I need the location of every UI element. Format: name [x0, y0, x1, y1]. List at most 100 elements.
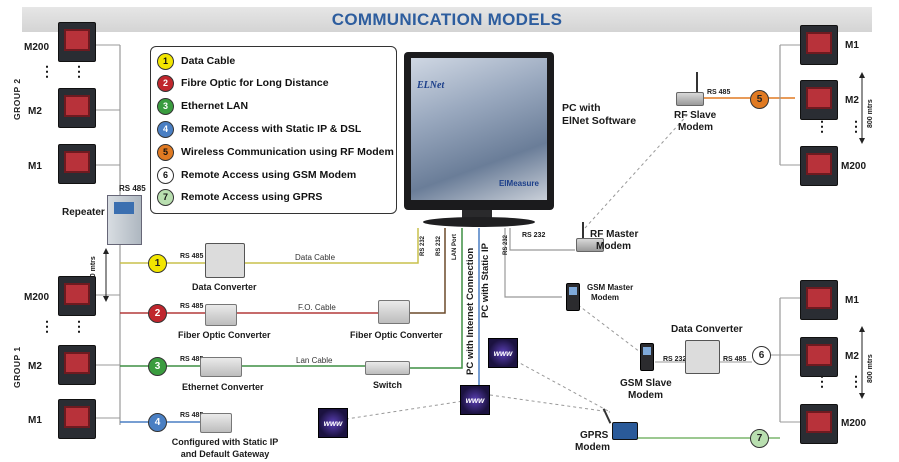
- energy-meter: [58, 399, 96, 439]
- fiber-optic-converter-device: [205, 304, 237, 326]
- pc-internet-label: PC with Internet Connection: [465, 247, 476, 375]
- rs485-label: RS 485: [180, 356, 204, 363]
- data-cable-label: Data Cable: [295, 253, 336, 262]
- badge-7: 7: [750, 429, 769, 448]
- meter-label: M1: [845, 295, 859, 306]
- energy-meter: [58, 88, 96, 128]
- pc-screen: ELNet ElMeasure: [411, 58, 547, 200]
- static-ip-label-line2: and Default Gateway: [180, 449, 270, 459]
- rs232-label: RS 232: [503, 234, 509, 255]
- dots: ⋮: [40, 63, 54, 79]
- software-logo: ElMeasure: [498, 179, 539, 188]
- group-1-label: GROUP 1: [12, 346, 22, 388]
- gprs-label-line2: Modem: [575, 442, 610, 453]
- lan-cable-label: Lan Cable: [296, 356, 333, 365]
- meter-label: M2: [845, 351, 859, 362]
- static-ip-label-line1: Configured with Static IP: [171, 437, 279, 447]
- fibre-line: [408, 228, 446, 314]
- internet-dashed-line: [489, 394, 611, 413]
- rs485-label: RS 485: [119, 184, 146, 193]
- rs485-label: RS 485: [723, 356, 747, 363]
- badge: 7: [157, 188, 174, 206]
- badge-4: 4: [148, 413, 167, 432]
- gsm-slave-modem-icon: [640, 343, 654, 371]
- rf-slave-modem-device: [676, 92, 704, 106]
- static-ip-converter-device: [200, 413, 232, 433]
- data-cable-line: [243, 228, 419, 264]
- repeater-label: Repeater: [62, 207, 105, 218]
- lan-port-label: LAN Port: [452, 234, 458, 260]
- badge-6: 6: [752, 346, 771, 365]
- internet-dashed-line: [504, 354, 611, 413]
- fiber-optic-converter-label: Fiber Optic Converter: [178, 330, 271, 340]
- distance-label: 800 mtrs: [867, 99, 874, 128]
- fiber-optic-converter-label: Fiber Optic Converter: [350, 330, 443, 340]
- rs485-label: RS 485: [180, 253, 204, 260]
- dots: ⋮: [72, 318, 86, 334]
- dots: ⋮: [849, 373, 863, 389]
- badge-2: 2: [148, 304, 167, 323]
- meter-label: M200: [841, 161, 867, 172]
- badge-5: 5: [750, 90, 769, 109]
- gsm-master-label-line2: Modem: [591, 293, 619, 302]
- energy-meter: [800, 280, 838, 320]
- pc-monitor: ELNet ElMeasure: [404, 52, 554, 210]
- rf-master-modem-device: [576, 238, 604, 252]
- data-converter-device: [685, 340, 720, 374]
- energy-meter: [58, 276, 96, 316]
- gprs-modem-device: [612, 422, 638, 440]
- rf-wireless-line: [584, 111, 691, 229]
- internet-dashed-line: [339, 399, 471, 421]
- pc-static-ip-label: PC with Static IP: [480, 243, 491, 318]
- rf-master-label-line2: Modem: [596, 241, 631, 252]
- data-converter-device: [205, 243, 245, 278]
- dots: ⋮: [40, 318, 54, 334]
- antenna-icon: [582, 222, 584, 238]
- gsm-slave-label-line1: GSM Slave: [620, 378, 672, 389]
- data-converter-label: Data Converter: [192, 282, 257, 292]
- internet-cloud-icon: www: [460, 385, 490, 415]
- energy-meter: [800, 337, 838, 377]
- switch-label: Switch: [373, 380, 403, 390]
- meter-label: M2: [28, 361, 42, 372]
- meter-label: M200: [841, 418, 867, 429]
- data-converter-label: Data Converter: [671, 324, 743, 335]
- energy-meter: [800, 404, 838, 444]
- badge: 6: [157, 166, 174, 184]
- rf-slave-label-line1: RF Slave: [674, 110, 717, 121]
- rs232-label: RS 232: [522, 232, 546, 239]
- monitor-base: [423, 217, 535, 227]
- energy-meter: [800, 146, 838, 186]
- ethernet-converter-label: Ethernet Converter: [182, 382, 264, 392]
- rs485-label: RS 485: [707, 89, 731, 96]
- energy-meter: [58, 144, 96, 184]
- meter-label: M1: [28, 415, 42, 426]
- fiber-optic-converter-device: [378, 300, 410, 324]
- internet-cloud-icon: www: [488, 338, 518, 368]
- title-bar: COMMUNICATION MODELS: [22, 7, 872, 32]
- internet-cloud-icon: www: [318, 408, 348, 438]
- fo-cable-label: F.O. Cable: [298, 303, 336, 312]
- meter-label: M200: [24, 42, 50, 53]
- badge-3: 3: [148, 357, 167, 376]
- rf-slave-label-line2: Modem: [678, 122, 713, 133]
- gsm-slave-label-line2: Modem: [628, 390, 663, 401]
- energy-meter: [800, 80, 838, 120]
- gsm-master-label-line1: GSM Master: [587, 283, 634, 292]
- distance-label: 800 mtrs: [867, 354, 874, 383]
- badge: 4: [157, 120, 174, 138]
- rf-master-label-line1: RF Master: [590, 229, 639, 240]
- gsm-wireless-line: [577, 304, 641, 353]
- meter-label: M200: [24, 292, 50, 303]
- meter-label: M1: [28, 161, 42, 172]
- page-title: COMMUNICATION MODELS: [331, 10, 563, 29]
- rs232-label: RS 232: [420, 235, 426, 256]
- energy-meter: [58, 345, 96, 385]
- rs485-label: RS 485: [180, 412, 204, 419]
- energy-meter: [800, 25, 838, 65]
